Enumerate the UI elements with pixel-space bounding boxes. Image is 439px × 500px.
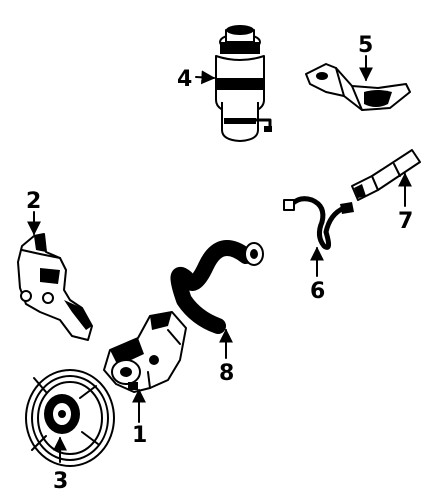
hose-icon [170,240,264,334]
pressure-hose-icon [283,196,354,250]
callout-1: 1 [132,423,147,448]
callout-4: 4 [177,67,192,92]
callout-8: 8 [219,361,234,386]
return-hose-icon [351,149,421,201]
callout-2: 2 [26,189,41,214]
power-steering-pump-icon [103,311,187,393]
pulley-icon [25,369,115,467]
fluid-reservoir-icon [215,25,272,142]
mounting-bracket-icon [17,233,93,341]
reservoir-bracket-icon [305,63,411,111]
callout-7: 7 [398,209,413,234]
callout-labels: 1 2 3 4 5 6 7 8 [26,33,413,494]
leader-lines [27,55,412,463]
leader-line-4 [195,70,216,85]
callout-6: 6 [310,279,325,304]
callout-3: 3 [53,469,68,494]
callout-5: 5 [358,33,373,58]
